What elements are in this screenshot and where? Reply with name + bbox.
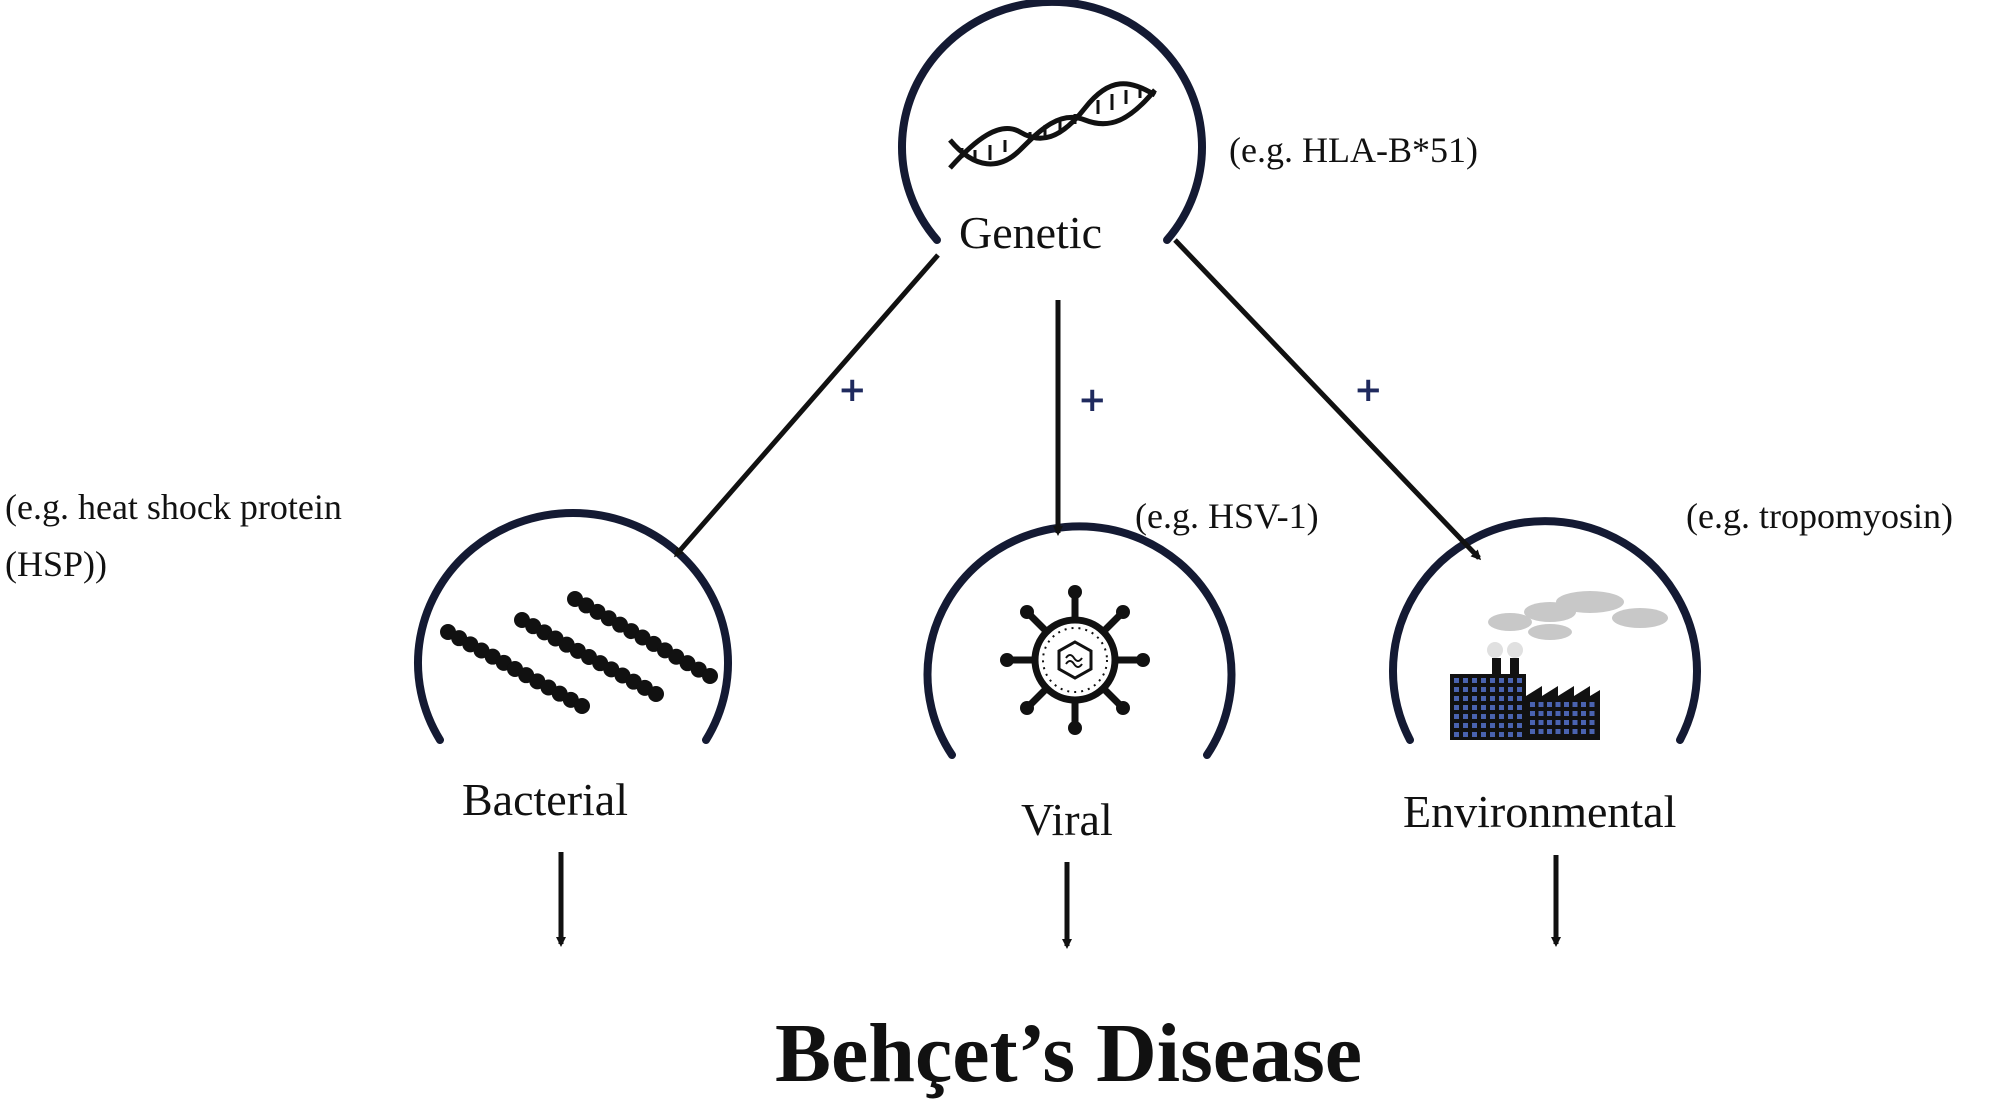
bacterial-label: Bacterial — [456, 774, 635, 826]
plus-sign-environmental: + — [1354, 370, 1383, 410]
bacterial-example-line2: (HSP)) — [5, 544, 108, 584]
factory-icon — [1450, 591, 1668, 740]
viral-example: (e.g. HSV-1) — [1135, 496, 1319, 536]
viral-node-outline — [923, 522, 1236, 759]
virus-icon — [1000, 585, 1150, 735]
arrow-genetic-to-environmental — [1173, 238, 1482, 561]
bacterial-example-line1: (e.g. heat shock protein — [5, 487, 342, 527]
plus-sign-viral: + — [1078, 380, 1107, 420]
environmental-node-outline — [1389, 517, 1701, 744]
environmental-label: Environmental — [1397, 786, 1683, 838]
plus-sign-bacterial: + — [838, 370, 867, 410]
genetic-node-outline — [898, 0, 1206, 244]
viral-label: Viral — [1015, 794, 1119, 846]
arrow-genetic-to-bacterial — [674, 253, 940, 558]
environmental-example: (e.g. tropomyosin) — [1686, 496, 1953, 536]
genetic-label: Genetic — [953, 207, 1109, 259]
bacterial-node-outline — [414, 508, 732, 744]
dna-icon — [948, 81, 1157, 170]
genetic-example: (e.g. HLA-B*51) — [1229, 130, 1478, 170]
bacteria-icon — [440, 591, 718, 714]
outcome-title: Behçet’s Disease — [775, 1007, 1363, 1100]
